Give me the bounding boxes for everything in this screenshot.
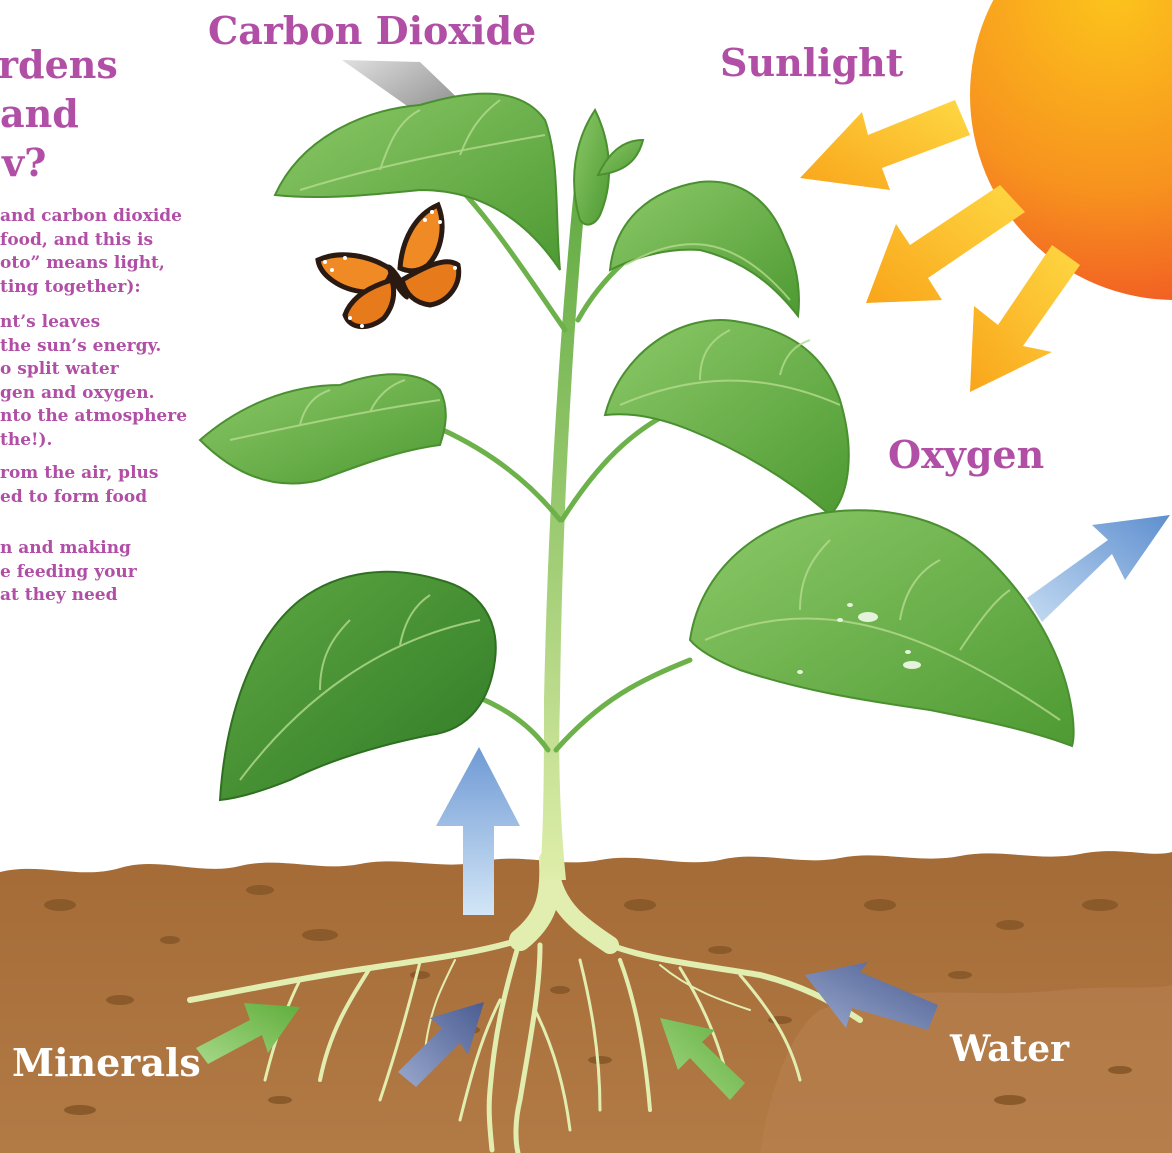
body-line: the sun’s energy. <box>0 335 187 359</box>
body-line: ed to form food <box>0 486 187 510</box>
carbon-dioxide-label: Carbon Dioxide <box>208 8 536 53</box>
body-line: rom the air, plus <box>0 462 187 486</box>
body-line: the!). <box>0 429 187 453</box>
body-line: and carbon dioxide <box>0 205 187 229</box>
sun-ray-arrow <box>800 100 970 190</box>
heading-line: rdens <box>0 40 118 89</box>
leaf-upper-right <box>610 182 799 316</box>
leaf-middle-left <box>200 374 446 483</box>
sun-ray-arrow <box>866 185 1025 303</box>
body-line: nto the atmosphere <box>0 405 187 429</box>
body-line: o split water <box>0 358 187 382</box>
body-line: gen and oxygen. <box>0 382 187 406</box>
leaf-lower-right <box>690 510 1074 746</box>
body-text: and carbon dioxide food, and this is oto… <box>0 205 185 608</box>
sunlight-label: Sunlight <box>720 40 903 85</box>
butterfly-wing-upper-right <box>400 205 442 271</box>
heading-line: v? <box>2 138 122 187</box>
body-line: nt’s leaves <box>0 311 187 335</box>
oxygen-label: Oxygen <box>888 432 1044 477</box>
sun-ray-arrow <box>970 245 1080 392</box>
body-line: ting together): <box>0 276 187 300</box>
leaf-lower-left <box>220 572 496 800</box>
body-line: e feeding your <box>0 561 187 585</box>
body-line: n and making <box>0 537 187 561</box>
body-line: food, and this is <box>0 229 187 253</box>
butterfly <box>318 205 459 328</box>
water-label: Water <box>950 1028 1069 1070</box>
sun <box>970 0 1172 300</box>
oxygen-arrow <box>1027 515 1170 622</box>
minerals-label: Minerals <box>12 1040 201 1085</box>
heading-line: and <box>0 89 120 138</box>
body-line: oto” means light, <box>0 252 187 276</box>
heading-text: rdens and v? <box>0 40 118 187</box>
leaf-middle-right <box>605 320 849 515</box>
body-line: at they need <box>0 584 187 608</box>
